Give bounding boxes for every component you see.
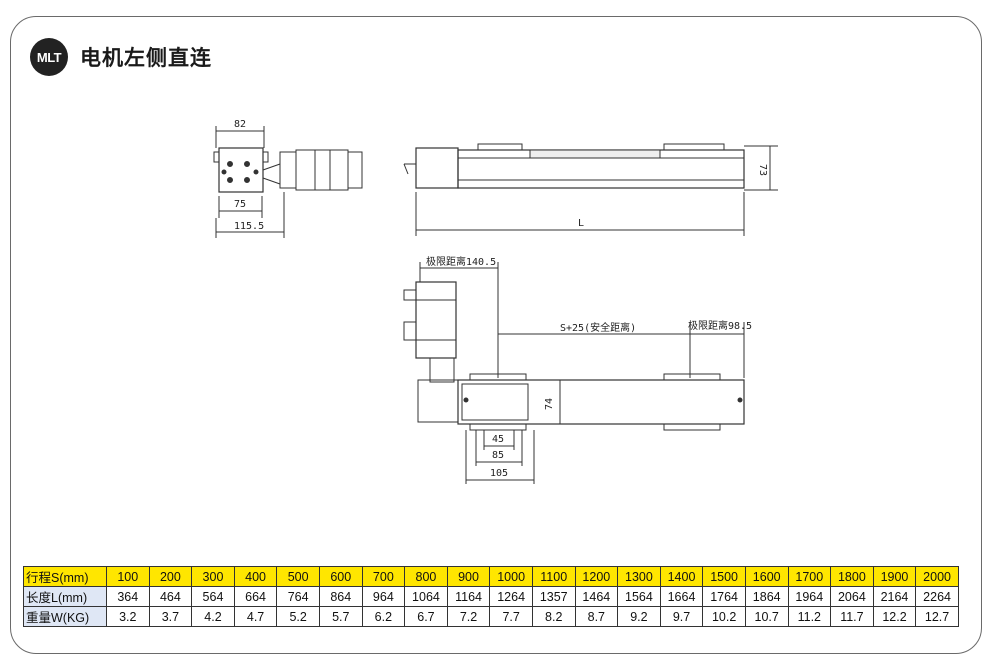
table-cell: 464 (148, 586, 193, 607)
dim-limit-left: 极限距离140.5 (426, 255, 496, 268)
table-cell: 764 (276, 586, 320, 607)
table-cell: 4.7 (233, 606, 278, 627)
table-cell: 864 (318, 586, 363, 607)
dim-stroke-safe: S+25(安全距离) (560, 321, 636, 334)
table-cell: 7.2 (446, 606, 491, 627)
table-cell: 2000 (915, 566, 959, 587)
table-cell: 600 (318, 566, 363, 587)
table-cell: 1064 (404, 586, 448, 607)
table-cell: 400 (233, 566, 278, 587)
table-cell: 1264 (489, 586, 533, 607)
technical-drawing: 82 75 115.5 73 L 极限距离140.5 (213, 119, 778, 484)
table-cell: 1800 (830, 566, 874, 587)
dim-slider-105: 105 (490, 468, 508, 479)
table-cell: 5.7 (318, 606, 363, 627)
table-cell: 1564 (617, 586, 661, 607)
table-cell: 200 (148, 566, 193, 587)
table-cell: 9.2 (617, 606, 661, 627)
table-cell: 2164 (872, 586, 917, 607)
table-cell: 5.2 (276, 606, 320, 627)
table-cell: 4.2 (191, 606, 235, 627)
table-cell: 12.2 (872, 606, 917, 627)
table-cell: 1400 (659, 566, 704, 587)
dim-limit-right: 极限距离98.5 (688, 319, 752, 332)
table-cell: 1600 (744, 566, 789, 587)
brand-logo: MLT (30, 38, 68, 76)
table-cell: 1900 (872, 566, 917, 587)
table-cell: 1300 (617, 566, 661, 587)
dim-top-height: 74 (544, 398, 555, 410)
row-header: 行程S(mm) (23, 566, 107, 587)
table-cell: 1500 (702, 566, 746, 587)
table-cell: 6.2 (361, 606, 406, 627)
header: MLT 电机左侧直连 (30, 38, 212, 76)
table-cell: 11.2 (787, 606, 832, 627)
table-cell: 3.7 (148, 606, 193, 627)
table-cell: 1000 (489, 566, 533, 587)
table-cell: 1357 (531, 586, 576, 607)
table-cell: 1464 (574, 586, 619, 607)
table-cell: 1700 (787, 566, 832, 587)
table-cell: 300 (191, 566, 235, 587)
side-view: 73 L (403, 143, 778, 236)
dim-side-height: 73 (757, 164, 768, 176)
table-cell: 564 (191, 586, 235, 607)
table-cell: 6.7 (404, 606, 448, 627)
table-cell: 2264 (915, 586, 959, 607)
table-cell: 800 (404, 566, 448, 587)
table-cell: 500 (276, 566, 320, 587)
table-cell: 100 (106, 566, 150, 587)
table-cell: 8.2 (531, 606, 576, 627)
table-cell: 1164 (446, 586, 491, 607)
dim-end-width: 82 (234, 119, 246, 130)
table-cell: 1864 (744, 586, 789, 607)
page-frame (10, 16, 982, 654)
table-cell: 1764 (702, 586, 746, 607)
table-cell: 2064 (830, 586, 874, 607)
table-cell: 1100 (531, 566, 576, 587)
table-cell: 1964 (787, 586, 832, 607)
dim-end-overall: 115.5 (234, 221, 264, 232)
table-cell: 8.7 (574, 606, 619, 627)
row-header: 长度L(mm) (23, 586, 107, 607)
page-title: 电机左侧直连 (80, 46, 212, 70)
table-cell: 964 (361, 586, 406, 607)
table-cell: 9.7 (659, 606, 704, 627)
end-view: 82 75 115.5 (213, 119, 363, 238)
dim-length: L (578, 218, 584, 229)
table-cell: 1664 (659, 586, 704, 607)
dim-end-inner: 75 (234, 199, 246, 210)
table-cell: 11.7 (830, 606, 874, 627)
table-cell: 3.2 (106, 606, 150, 627)
table-cell: 664 (233, 586, 278, 607)
table-cell: 10.7 (744, 606, 789, 627)
table-cell: 700 (361, 566, 406, 587)
table-cell: 1200 (574, 566, 619, 587)
dim-slider-45: 45 (492, 434, 504, 445)
table-cell: 900 (446, 566, 491, 587)
top-view: 极限距离140.5 S+25(安全距离) 极限距离98.5 74 45 85 1… (403, 255, 752, 484)
table-cell: 10.2 (702, 606, 746, 627)
table-cell: 7.7 (489, 606, 533, 627)
table-cell: 364 (106, 586, 150, 607)
table-cell: 12.7 (915, 606, 959, 627)
dim-slider-85: 85 (492, 450, 504, 461)
row-header: 重量W(KG) (23, 606, 107, 627)
